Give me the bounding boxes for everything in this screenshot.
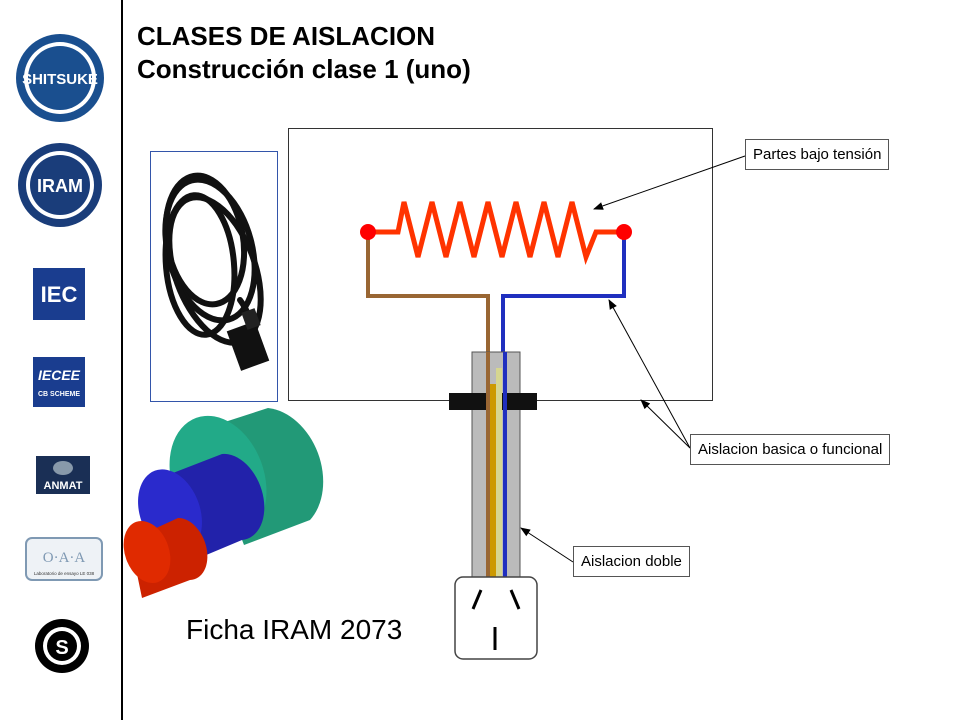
iram-logo-text: IRAM (37, 176, 83, 196)
appliance-enclosure (288, 128, 713, 401)
plug-pin-left (471, 589, 483, 610)
heating-resistor (368, 201, 624, 266)
callout-basic-insulation: Aislacion basica o funcional (690, 434, 891, 465)
logos-canvas: SHITSUKE IRAM IEC IECEE CB SCHEME ANMAT (16, 34, 104, 673)
iecee-logo-subtext: CB SCHEME (38, 391, 80, 398)
anmat-logo: ANMAT (36, 456, 90, 494)
arrow-basic-insulation-wire (608, 299, 691, 449)
earth-conductor-core (490, 384, 496, 580)
terminal-left (360, 224, 376, 240)
cable-plug-connector (226, 308, 270, 371)
iec-logo: IEC (33, 268, 85, 320)
coiled-cable-illustration (162, 172, 264, 346)
oaa-logo-text: O·A·A (43, 550, 86, 566)
shitsuke-logo: SHITSUKE (16, 34, 104, 122)
arrow-live-parts (593, 155, 746, 210)
s-mark-logo-text: S (55, 637, 68, 659)
iecee-logo: IECEE CB SCHEME (33, 357, 85, 407)
iecee-logo-text: IECEE (38, 367, 81, 383)
arrow-double-insulation (520, 527, 574, 563)
slide-title: CLASES DE AISLACION Construcción clase 1… (137, 20, 471, 86)
iram-logo: IRAM (18, 143, 102, 227)
s-mark-logo: S (35, 619, 89, 673)
title-line-1: CLASES DE AISLACION (137, 21, 436, 51)
earth-conductor-yellow (496, 368, 502, 580)
title-line-2: Construcción clase 1 (uno) (137, 54, 471, 84)
callout-live-parts: Partes bajo tensión (745, 139, 890, 170)
oaa-logo: O·A·A Laboratorio de ensayo LE 038 (25, 537, 103, 581)
iec-logo-text: IEC (41, 282, 78, 307)
logo-sidebar: SHITSUKE IRAM IEC IECEE CB SCHEME ANMAT (0, 0, 123, 720)
arrow-basic-insulation-enclosure (640, 399, 691, 449)
plug-pin-right (509, 589, 521, 610)
cable-cross-section-illustration (123, 408, 324, 598)
shitsuke-logo-text: SHITSUKE (22, 71, 98, 88)
anmat-logo-text: ANMAT (44, 480, 83, 492)
terminal-right (616, 224, 632, 240)
callout-double-insulation: Aislacion doble (573, 546, 690, 577)
oaa-logo-subtext: Laboratorio de ensayo LE 038 (34, 571, 95, 576)
plug-face (454, 576, 538, 660)
plug-caption: Ficha IRAM 2073 (186, 614, 403, 645)
